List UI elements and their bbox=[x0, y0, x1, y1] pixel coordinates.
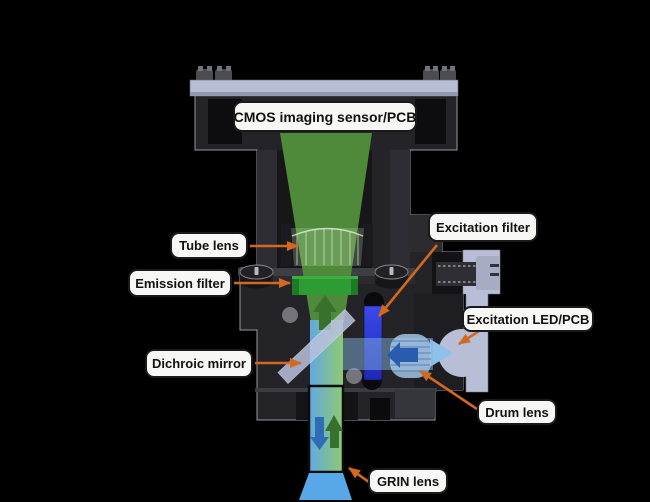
emission-filter-glass bbox=[292, 276, 358, 295]
label-excitation-led: Excitation LED/PCB bbox=[462, 306, 594, 332]
tube-lens-top-arc bbox=[291, 227, 364, 237]
emission-filter-edge-left bbox=[292, 276, 299, 295]
grin-lens-callout-line bbox=[348, 466, 370, 484]
emission-filter-element bbox=[292, 276, 358, 295]
down-arrow-head bbox=[310, 437, 329, 450]
set-screw-slot bbox=[254, 267, 259, 275]
label-dichroic-mirror: Dichroic mirror bbox=[145, 349, 253, 378]
emission-filter-edge-right bbox=[351, 276, 358, 295]
pcb-screw-cap bbox=[196, 69, 213, 83]
excitation-beam-arrow-head bbox=[387, 342, 400, 368]
tube-lens-mount-right bbox=[363, 224, 373, 266]
label-tube-lens: Tube lens bbox=[170, 232, 248, 259]
pcb-screw-cap bbox=[440, 69, 456, 83]
pcb-screw-nub bbox=[425, 66, 430, 71]
grin-beam-down-arrow bbox=[310, 417, 329, 450]
grin-lens-element bbox=[307, 384, 345, 474]
base-pocket bbox=[370, 398, 390, 420]
sensor-pcb-plate-shade bbox=[190, 92, 458, 96]
alignment-hole bbox=[346, 368, 362, 384]
label-grin-lens: GRIN lens bbox=[368, 468, 448, 494]
set-screw-left bbox=[239, 264, 274, 289]
pcb-screw-nub bbox=[442, 66, 447, 71]
up-arrow-head bbox=[325, 415, 343, 431]
sensor-recess-right bbox=[415, 99, 446, 144]
emission-beam-green bbox=[280, 133, 372, 322]
pcb-screw-nub bbox=[198, 66, 203, 71]
mounting-screw-horizontal bbox=[436, 256, 499, 290]
excitation-beam-arrow bbox=[387, 342, 418, 368]
emission-filter-top-edge bbox=[292, 276, 358, 279]
alignment-hole bbox=[282, 307, 298, 323]
up-arrow-shaft bbox=[330, 431, 339, 448]
screw-shaft bbox=[436, 262, 478, 286]
emission-arrow-head bbox=[313, 295, 337, 312]
pcb-screw-nub bbox=[433, 66, 438, 71]
set-screw-slot bbox=[389, 267, 394, 275]
excitation-led-callout-line bbox=[458, 329, 480, 346]
screw-head-slot bbox=[490, 273, 499, 276]
column-facet-left bbox=[257, 150, 277, 268]
column-facet-right bbox=[390, 150, 410, 268]
screw-head-slot bbox=[490, 264, 499, 267]
label-drum-lens: Drum lens bbox=[477, 399, 557, 425]
excitation-beam-arrow-shaft bbox=[400, 348, 418, 362]
down-arrow-shaft bbox=[315, 417, 324, 437]
label-emission-filter: Emission filter bbox=[128, 269, 232, 297]
set-screw-base bbox=[375, 275, 408, 289]
excitation-led-dome bbox=[438, 329, 486, 377]
pcb-screw-nub bbox=[226, 66, 231, 71]
objective-light-cone bbox=[299, 473, 352, 500]
tube-lens-glass bbox=[291, 228, 364, 266]
label-cmos-sensor: CMOS imaging sensor/PCB bbox=[233, 101, 417, 132]
excitation-filter-callout-line bbox=[377, 244, 439, 317]
top-plate-pcb bbox=[189, 66, 459, 97]
set-screw-right bbox=[374, 264, 409, 289]
base-step-right bbox=[395, 390, 435, 418]
base-ledge-line bbox=[255, 388, 437, 392]
pcb-screw-cap bbox=[215, 69, 232, 83]
pcb-screw-cap bbox=[423, 69, 439, 83]
led-emission-cone bbox=[430, 339, 453, 367]
drum-lens-callout-line bbox=[419, 369, 478, 411]
grin-beam-up-arrow bbox=[325, 415, 343, 448]
callout-arrows bbox=[234, 241, 480, 484]
pcb-screw-nub bbox=[450, 66, 455, 71]
label-excitation-filter: Excitation filter bbox=[428, 212, 538, 242]
pcb-screw-nub bbox=[207, 66, 212, 71]
pcb-screw-nub bbox=[217, 66, 222, 71]
